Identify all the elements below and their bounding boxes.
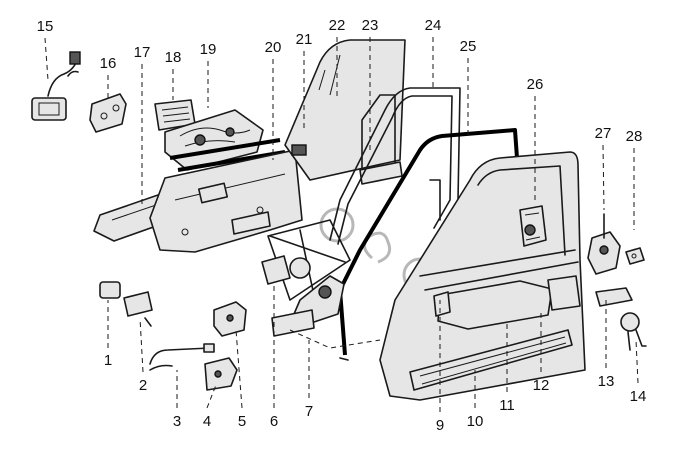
part-2-remote xyxy=(123,291,153,327)
leader-line-5 xyxy=(235,329,243,409)
window-regulator xyxy=(261,219,381,349)
callout-16: 16 xyxy=(100,55,117,72)
callout-24: 24 xyxy=(425,17,442,34)
part-9-bracket xyxy=(433,291,451,317)
callout-10: 10 xyxy=(467,413,484,430)
callout-15: 15 xyxy=(37,18,54,35)
door-trim-panel xyxy=(149,149,303,253)
part-5-check-strap xyxy=(213,301,247,337)
callout-11: 11 xyxy=(499,397,515,414)
part-1-clip xyxy=(99,281,121,299)
part-10-moulding xyxy=(409,329,573,391)
callout-1: 1 xyxy=(104,352,112,369)
part-26-lock xyxy=(519,205,547,247)
callout-20: 20 xyxy=(265,39,282,56)
leader-line-15 xyxy=(44,37,49,81)
callout-19: 19 xyxy=(200,41,217,58)
callout-14: 14 xyxy=(630,388,647,405)
part-14-lock-cylinder xyxy=(620,312,647,351)
callout-9: 9 xyxy=(436,417,444,434)
callout-22: 22 xyxy=(329,17,346,34)
callout-26: 26 xyxy=(527,76,544,93)
callout-28: 28 xyxy=(626,128,643,145)
callout-21: 21 xyxy=(296,31,313,48)
part-24-frame-seal xyxy=(329,87,461,245)
leader-line-2 xyxy=(139,317,144,373)
callout-3: 3 xyxy=(173,413,181,430)
leader-lines xyxy=(44,37,639,412)
part-13-outer-handle xyxy=(595,287,633,307)
leader-line-4 xyxy=(206,384,217,409)
part-28-hinge-pin xyxy=(625,247,645,265)
part-15-switch xyxy=(31,51,81,121)
callout-17: 17 xyxy=(134,44,151,61)
leader-line-27 xyxy=(602,144,605,211)
callout-4: 4 xyxy=(203,413,211,430)
callout-5: 5 xyxy=(238,413,246,430)
part-4-latch xyxy=(204,357,238,391)
callout-23: 23 xyxy=(362,17,379,34)
callout-18: 18 xyxy=(165,49,182,66)
callout-12: 12 xyxy=(533,377,550,394)
part-27-hinge xyxy=(587,213,621,275)
leader-line-14 xyxy=(635,339,639,384)
part-16-handle-bracket xyxy=(89,93,127,133)
callout-27: 27 xyxy=(595,125,612,142)
callout-6: 6 xyxy=(270,413,278,430)
part-22-window-glass xyxy=(284,39,406,181)
part-25-weatherstrip xyxy=(338,128,522,361)
callout-25: 25 xyxy=(460,38,477,55)
callout-7: 7 xyxy=(305,403,313,420)
callout-2: 2 xyxy=(139,377,147,394)
part-3-rod xyxy=(149,343,215,371)
callout-13: 13 xyxy=(598,373,615,390)
